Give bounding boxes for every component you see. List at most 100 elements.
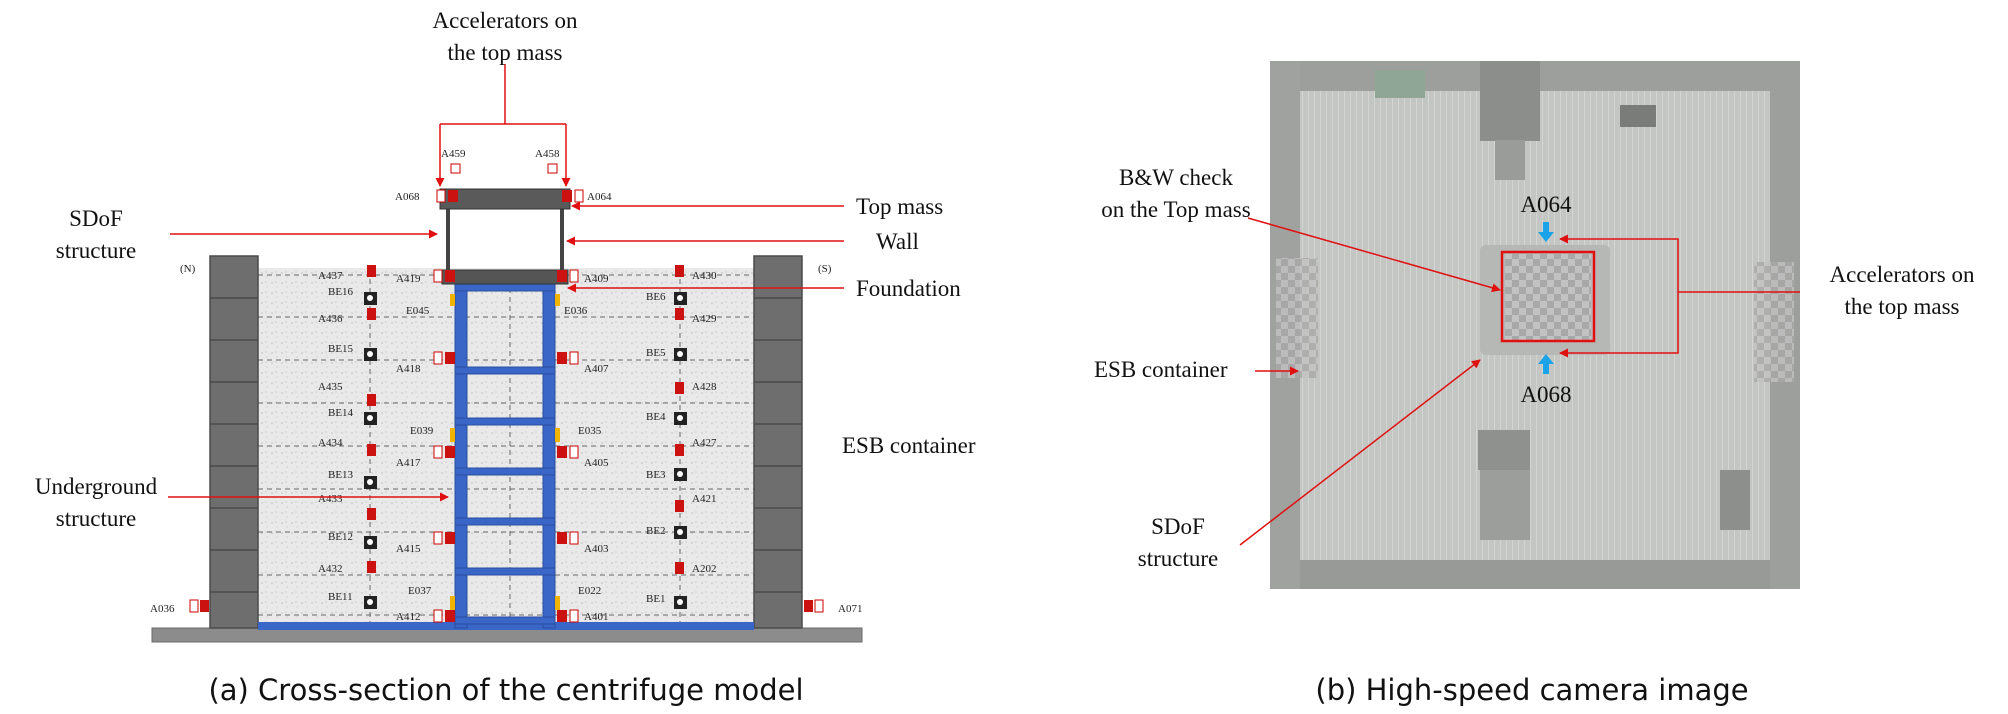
label-a459: A459	[441, 148, 466, 160]
label-be14: BE14	[328, 407, 354, 419]
label-a412: A412	[396, 611, 420, 623]
label-north: (N)	[180, 263, 196, 275]
arrow-a064-icon	[1538, 222, 1554, 242]
wall-right	[560, 206, 564, 270]
label-a433: A433	[318, 493, 343, 505]
top-mass-block	[439, 188, 571, 210]
arrow-bw-check	[1247, 217, 1501, 293]
label-be13: BE13	[328, 469, 354, 481]
label-be1: BE1	[646, 593, 666, 605]
label-be15: BE15	[328, 343, 354, 355]
label-e045: E045	[406, 305, 430, 317]
sensor-a068	[448, 190, 458, 202]
esb-container-wall-right	[753, 255, 803, 629]
label-be2: BE2	[646, 525, 666, 537]
caption-b: (b) High-speed camera image	[1315, 673, 1748, 707]
label-a409: A409	[584, 273, 609, 285]
sensor-a459	[450, 163, 461, 174]
label-a418: A418	[396, 363, 421, 375]
sensor-a071	[804, 600, 813, 612]
sensor-a458	[547, 163, 558, 174]
label-b-acc-line1: Accelerators on	[1830, 262, 1975, 287]
panel-b: B&W check on the Top mass A064 A068 Acce…	[1094, 61, 1975, 707]
label-a435: A435	[318, 381, 343, 393]
label-sdof-line1: SDoF	[69, 206, 123, 231]
label-a421: A421	[692, 493, 716, 505]
label-b-acc-line2: the top mass	[1845, 294, 1960, 319]
label-e039: E039	[410, 425, 434, 437]
label-a458: A458	[535, 148, 560, 160]
top-title-line1: Accelerators on	[433, 8, 578, 33]
container-base-rail	[258, 622, 754, 630]
top-title-line2: the top mass	[448, 40, 563, 65]
label-a202: A202	[692, 563, 716, 575]
wall-left	[446, 206, 450, 270]
label-south: (S)	[818, 263, 832, 275]
label-a436: A436	[318, 313, 343, 325]
label-a036: A036	[150, 603, 175, 615]
label-be5: BE5	[646, 347, 666, 359]
strain-gauges	[450, 294, 560, 610]
label-a405: A405	[584, 457, 609, 469]
arrow-a068-icon	[1538, 354, 1554, 374]
label-underground-line1: Underground	[35, 474, 158, 499]
label-be16: BE16	[328, 286, 354, 298]
side-checker-left	[1276, 258, 1318, 378]
label-e035: E035	[578, 425, 602, 437]
label-underground-line2: structure	[56, 506, 136, 531]
esb-container-wall-left	[209, 255, 259, 629]
panel-a: A459 A458 A068 A064 A419 A409 A418 A407 …	[35, 8, 976, 707]
label-a429: A429	[692, 313, 717, 325]
label-sdof-line2: structure	[56, 238, 136, 263]
label-a068: A068	[395, 191, 420, 203]
label-a407: A407	[584, 363, 609, 375]
label-a428: A428	[692, 381, 717, 393]
label-a432: A432	[318, 563, 342, 575]
label-be12: BE12	[328, 531, 353, 543]
sensor-a064	[562, 190, 572, 202]
soil-sensors-right	[674, 265, 687, 609]
label-be4: BE4	[646, 411, 666, 423]
sensor-a036	[200, 600, 209, 612]
label-wall: Wall	[876, 229, 919, 254]
label-a434: A434	[318, 437, 343, 449]
label-a071: A071	[838, 603, 862, 615]
label-e036: E036	[564, 305, 588, 317]
label-b-sdof-line1: SDoF	[1151, 514, 1205, 539]
foundation-block	[441, 269, 569, 285]
label-bw-line1: B&W check	[1119, 165, 1233, 190]
acc-bracket	[1594, 238, 1679, 354]
label-foundation: Foundation	[856, 276, 961, 301]
label-be3: BE3	[646, 469, 666, 481]
label-be11: BE11	[328, 591, 353, 603]
bw-check-pattern	[1505, 254, 1591, 340]
label-b-a064: A064	[1520, 192, 1572, 217]
label-a401: A401	[584, 611, 608, 623]
arrow-sdof-b	[1239, 359, 1481, 546]
label-a427: A427	[692, 437, 717, 449]
label-a417: A417	[396, 457, 421, 469]
sensor-grid-lines	[258, 270, 754, 625]
label-a430: A430	[692, 270, 717, 282]
label-e022: E022	[578, 585, 601, 597]
label-a064: A064	[587, 191, 612, 203]
structure-sensor-mounts	[433, 269, 579, 623]
label-a419: A419	[396, 273, 421, 285]
soil-sensors-left	[364, 265, 377, 609]
highlight-box	[1500, 250, 1596, 343]
label-top-mass: Top mass	[856, 194, 943, 219]
label-a415: A415	[396, 543, 421, 555]
label-b-sdof-line2: structure	[1138, 546, 1218, 571]
structure-sensors	[445, 270, 567, 622]
caption-a: (a) Cross-section of the centrifuge mode…	[208, 673, 803, 707]
label-be6: BE6	[646, 291, 666, 303]
label-a403: A403	[584, 543, 609, 555]
label-bw-line2: on the Top mass	[1101, 197, 1250, 222]
label-esb-container-a: ESB container	[842, 433, 976, 458]
side-checker-right	[1754, 262, 1794, 382]
label-a437: A437	[318, 270, 343, 282]
label-e037: E037	[408, 585, 432, 597]
label-esb-container-b: ESB container	[1094, 357, 1228, 382]
base-plate	[151, 627, 863, 643]
